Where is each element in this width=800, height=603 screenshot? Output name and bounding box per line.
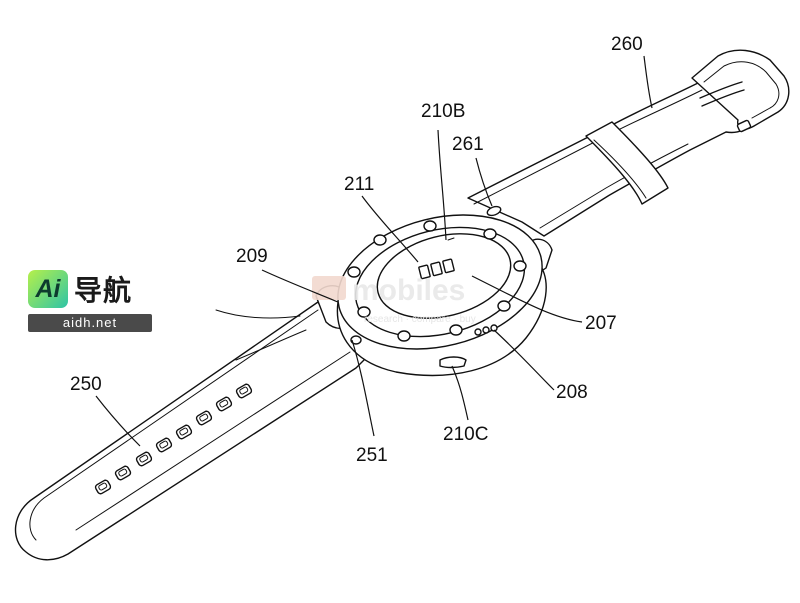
label-260: 260 <box>611 34 643 55</box>
label-210b: 210B <box>421 101 465 122</box>
leader-lines <box>95 55 653 447</box>
aidh-badge[interactable]: Ai 导航 aidh.net <box>28 269 156 333</box>
badge-title: 导航 <box>74 274 133 307</box>
label-250: 250 <box>70 374 102 395</box>
label-251: 251 <box>356 445 388 466</box>
label-211: 211 <box>344 174 374 195</box>
label-207: 207 <box>585 313 617 334</box>
reference-numerals: 260 210B 261 211 209 207 250 208 251 210… <box>70 34 643 466</box>
watermark-brand: mobiles <box>352 274 465 307</box>
watermark-tagline: research · compare · buy <box>364 314 476 325</box>
watch-body <box>315 205 553 377</box>
watermark: mobiles research · compare · buy <box>312 274 476 325</box>
badge-top: Ai 导航 <box>28 269 156 309</box>
strap-holes <box>94 383 253 495</box>
upper-strap <box>467 49 790 237</box>
label-210c: 210C <box>443 424 488 445</box>
ai-logo-icon: Ai <box>28 270 68 308</box>
lower-strap <box>14 301 375 561</box>
badge-url: aidh.net <box>28 314 152 332</box>
bezel-contacts <box>347 220 527 342</box>
label-209: 209 <box>236 246 268 267</box>
label-261: 261 <box>452 134 484 155</box>
label-208: 208 <box>556 382 588 403</box>
